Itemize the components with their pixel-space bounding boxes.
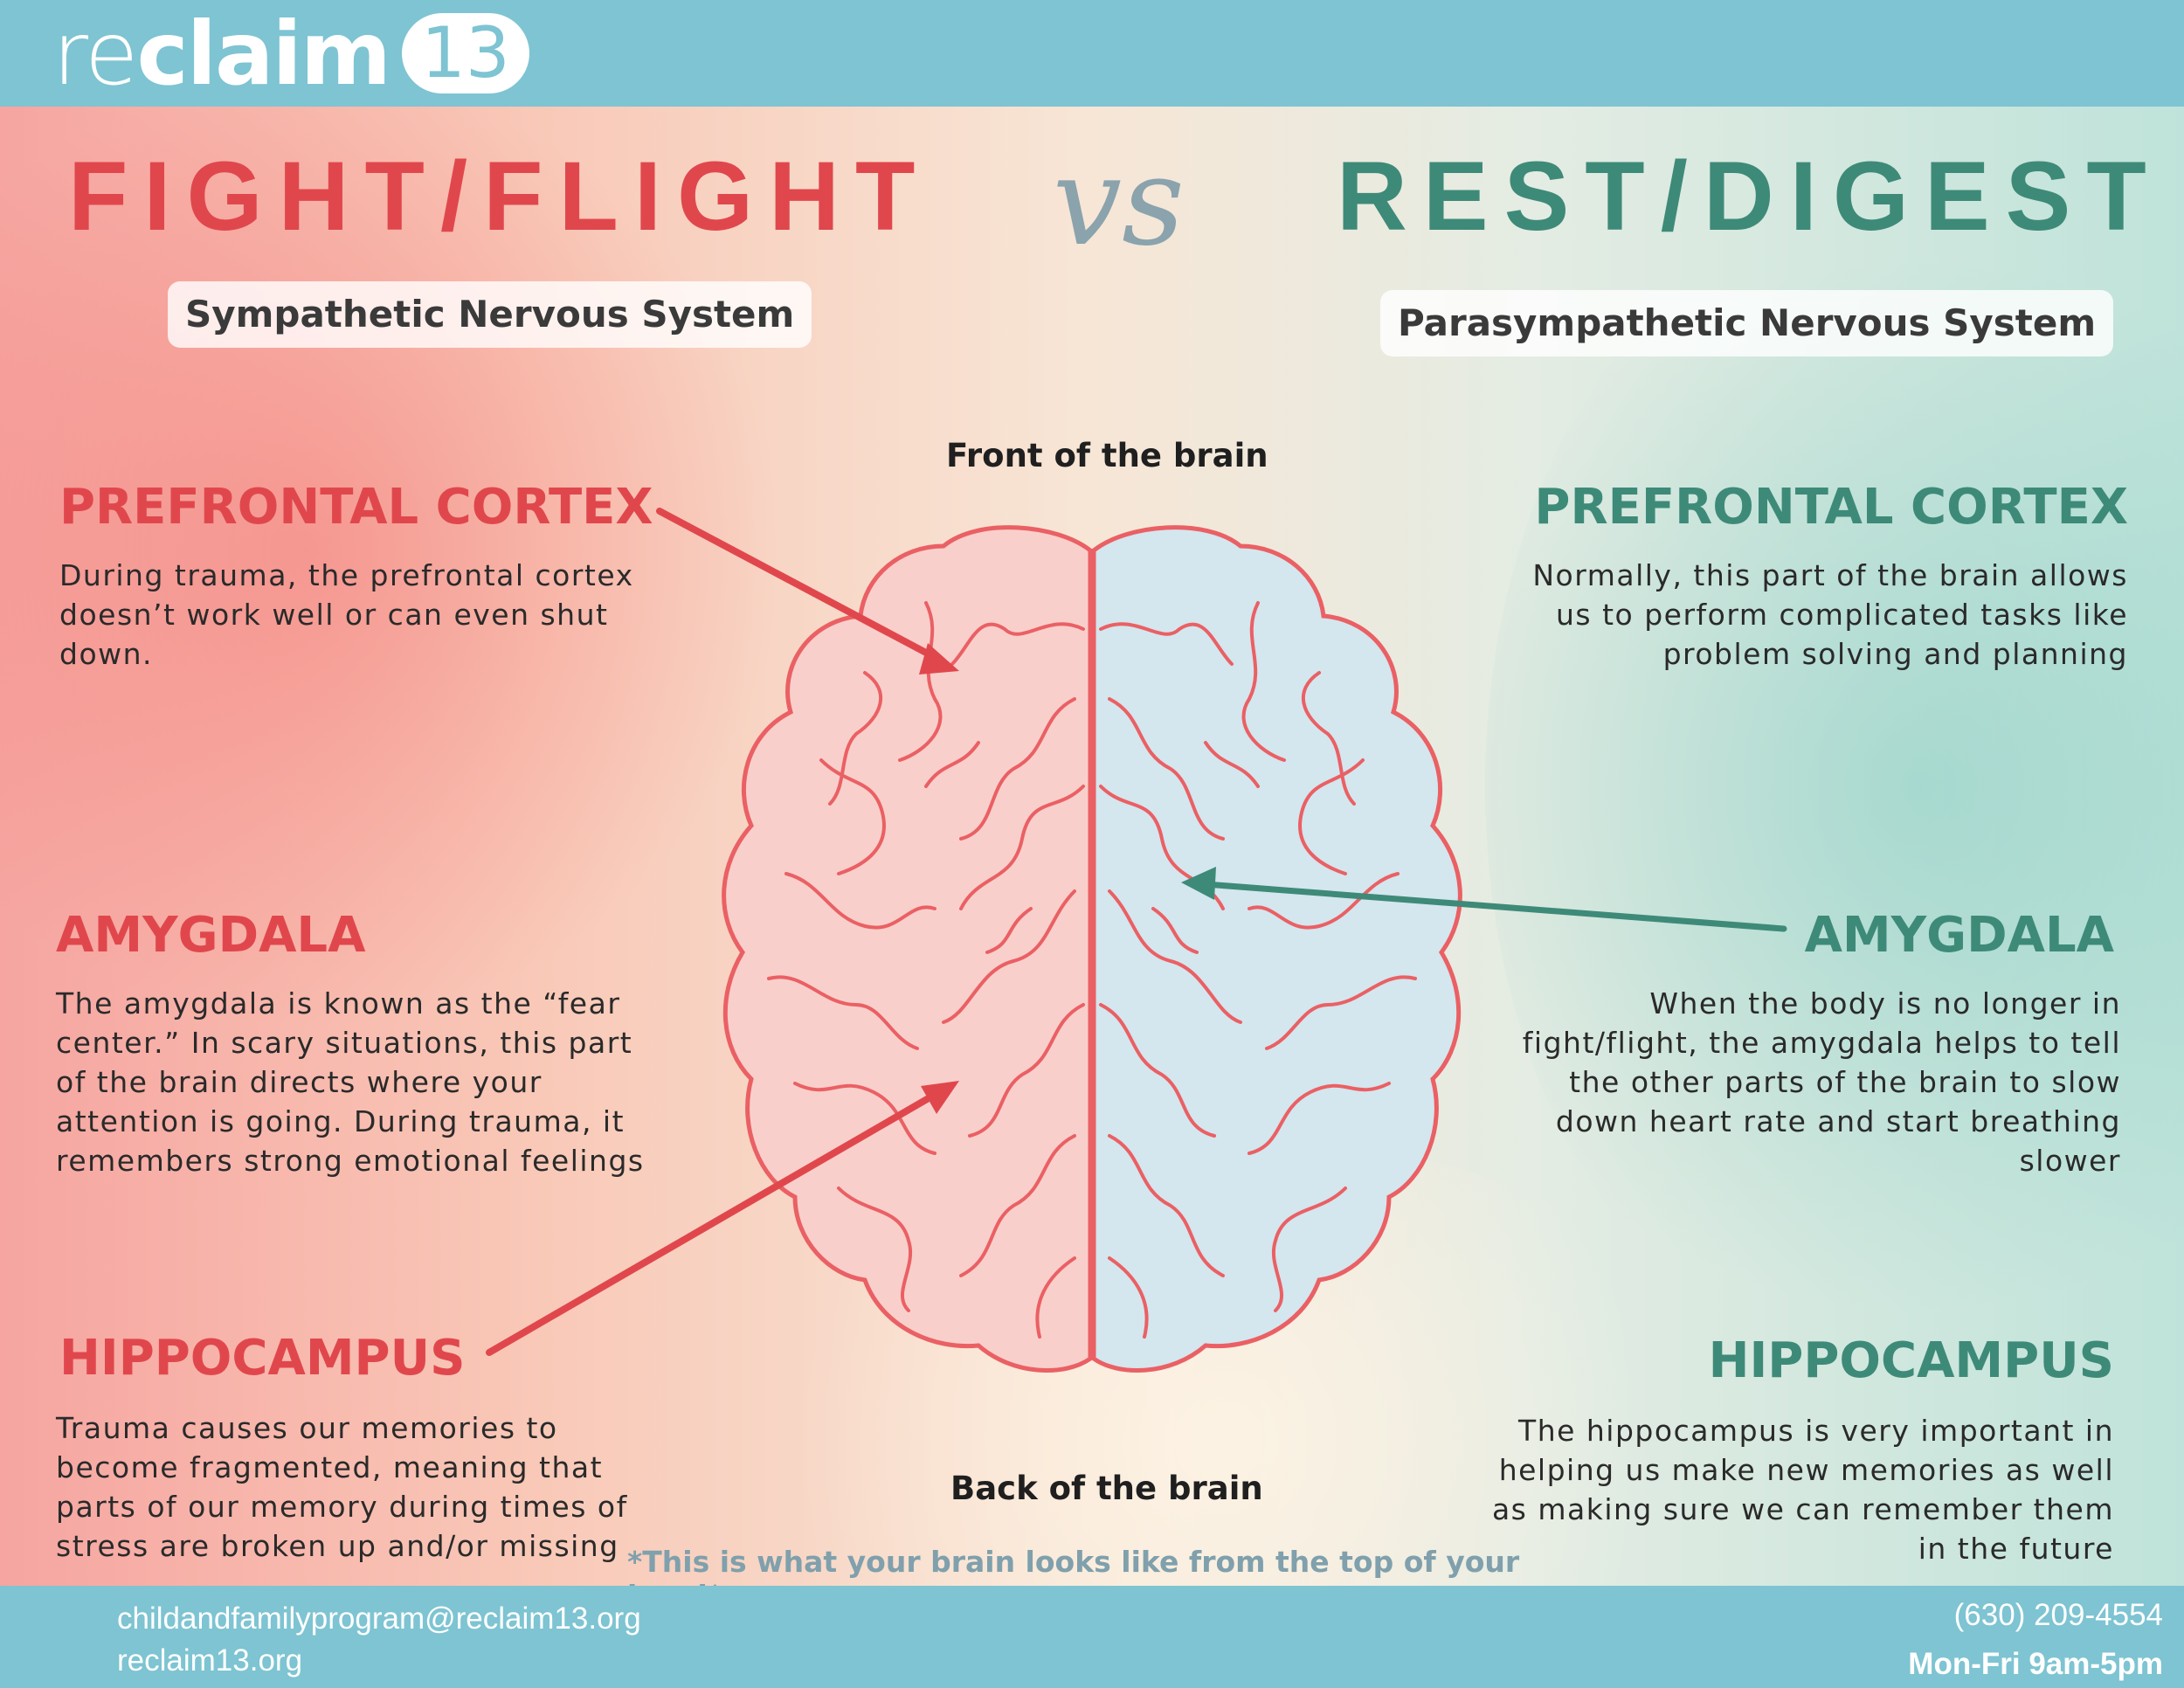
left-hippocampus-heading: HIPPOCAMPUS [59,1330,466,1387]
left-amygdala-heading: AMYGDALA [56,907,366,964]
left-hippocampus-text: Trauma causes our memories to become fra… [56,1411,628,1563]
rest-digest-title: REST/DIGEST [1337,142,2162,251]
website-link[interactable]: reclaim13.org [117,1643,303,1678]
sympathetic-subtitle: Sympathetic Nervous System [168,281,812,348]
right-prefrontal-heading: PREFRONTAL CORTEX [1534,479,2128,536]
back-of-brain-label: Back of the brain [950,1470,1263,1507]
brain-folds [767,601,1417,1339]
front-of-brain-label: Front of the brain [946,437,1268,474]
logo-number-badge: 13 [401,13,529,93]
vs-script: vs [1053,131,1185,273]
parasympathetic-subtitle: Parasympathetic Nervous System [1380,290,2114,356]
email-link[interactable]: childandfamilyprogram@reclaim13.org [117,1602,641,1636]
green-arrow-amygdala [1181,867,1787,932]
left-amygdala-text: The amygdala is known as the “fear cente… [56,986,645,1178]
office-hours: Mon-Fri 9am-5pm [1908,1647,2163,1681]
logo-claim: claim [136,2,391,105]
red-arrow-prefrontal [656,508,959,675]
right-amygdala-heading: AMYGDALA [1804,907,2114,964]
phone-number[interactable]: (630) 209-4554 [1953,1598,2163,1632]
red-arrow-hippocampus [486,1081,959,1356]
reclaim13-logo: re claim 13 [52,3,529,105]
header-bar: re claim 13 [0,0,2184,107]
right-amygdala-text: When the body is no longer in fight/flig… [1522,986,2121,1178]
brain-right-hemisphere [1091,525,1462,1373]
left-prefrontal-heading: PREFRONTAL CORTEX [59,479,653,536]
right-hippocampus-heading: HIPPOCAMPUS [1708,1332,2114,1389]
left-prefrontal-text: During trauma, the prefrontal cortex doe… [59,558,634,671]
logo-re: re [52,2,138,105]
right-hippocampus-text: The hippocampus is very important in hel… [1491,1414,2114,1566]
footer-bar: childandfamilyprogram@reclaim13.org recl… [0,1586,2184,1688]
teal-watercolor-wash [1485,175,2184,1398]
fight-flight-title: FIGHT/FLIGHT [68,142,931,251]
top-of-head-note: *This is what your brain looks like from… [627,1545,1520,1613]
right-prefrontal-text: Normally, this part of the brain allows … [1532,558,2128,671]
red-watercolor-wash [0,70,786,1031]
